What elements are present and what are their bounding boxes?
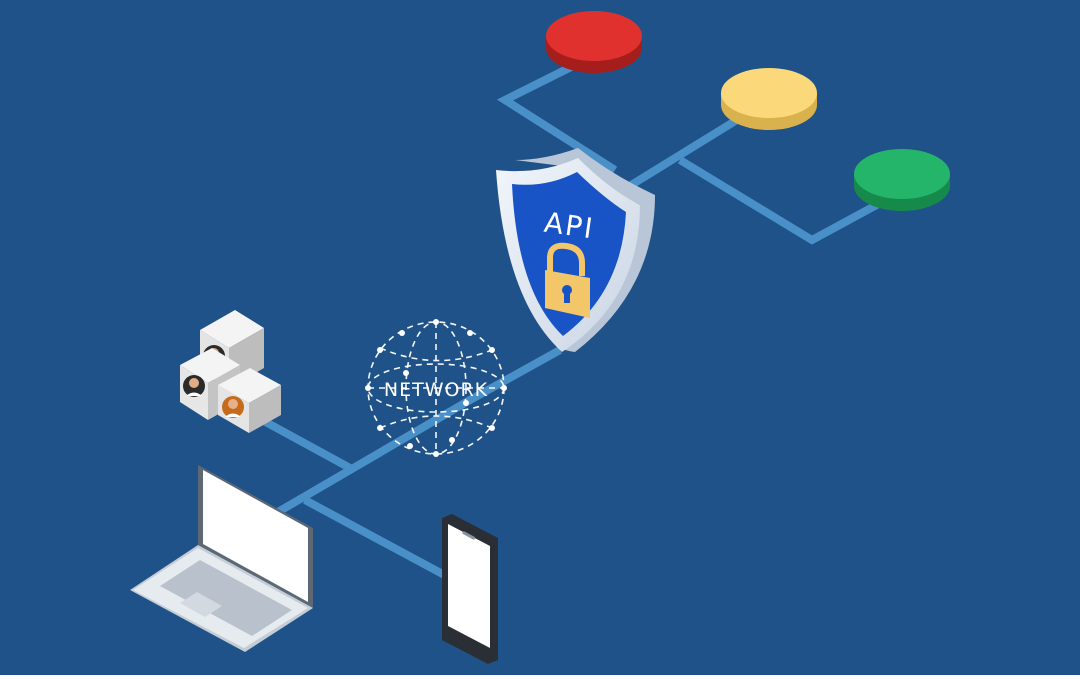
connector-lines bbox=[260, 56, 897, 582]
shield-icon bbox=[496, 148, 655, 352]
upper-trunk-line bbox=[612, 114, 743, 199]
red-node bbox=[546, 11, 642, 73]
smartphone-icon bbox=[442, 514, 498, 664]
globe-nodes bbox=[365, 319, 507, 457]
shield-api-label: API bbox=[542, 206, 596, 246]
user-cube-right bbox=[218, 368, 281, 433]
laptop-icon bbox=[130, 465, 313, 652]
yellow-node bbox=[721, 68, 817, 130]
main-trunk-line bbox=[275, 346, 562, 516]
network-label: NETWORK bbox=[384, 379, 488, 401]
green-branch-line bbox=[677, 156, 897, 245]
green-node bbox=[854, 149, 950, 211]
padlock-icon bbox=[545, 242, 590, 318]
red-branch-line bbox=[496, 56, 618, 174]
user-cubes-icon bbox=[180, 310, 281, 433]
phone-branch-line bbox=[303, 496, 452, 582]
users-branch-line bbox=[260, 416, 352, 472]
